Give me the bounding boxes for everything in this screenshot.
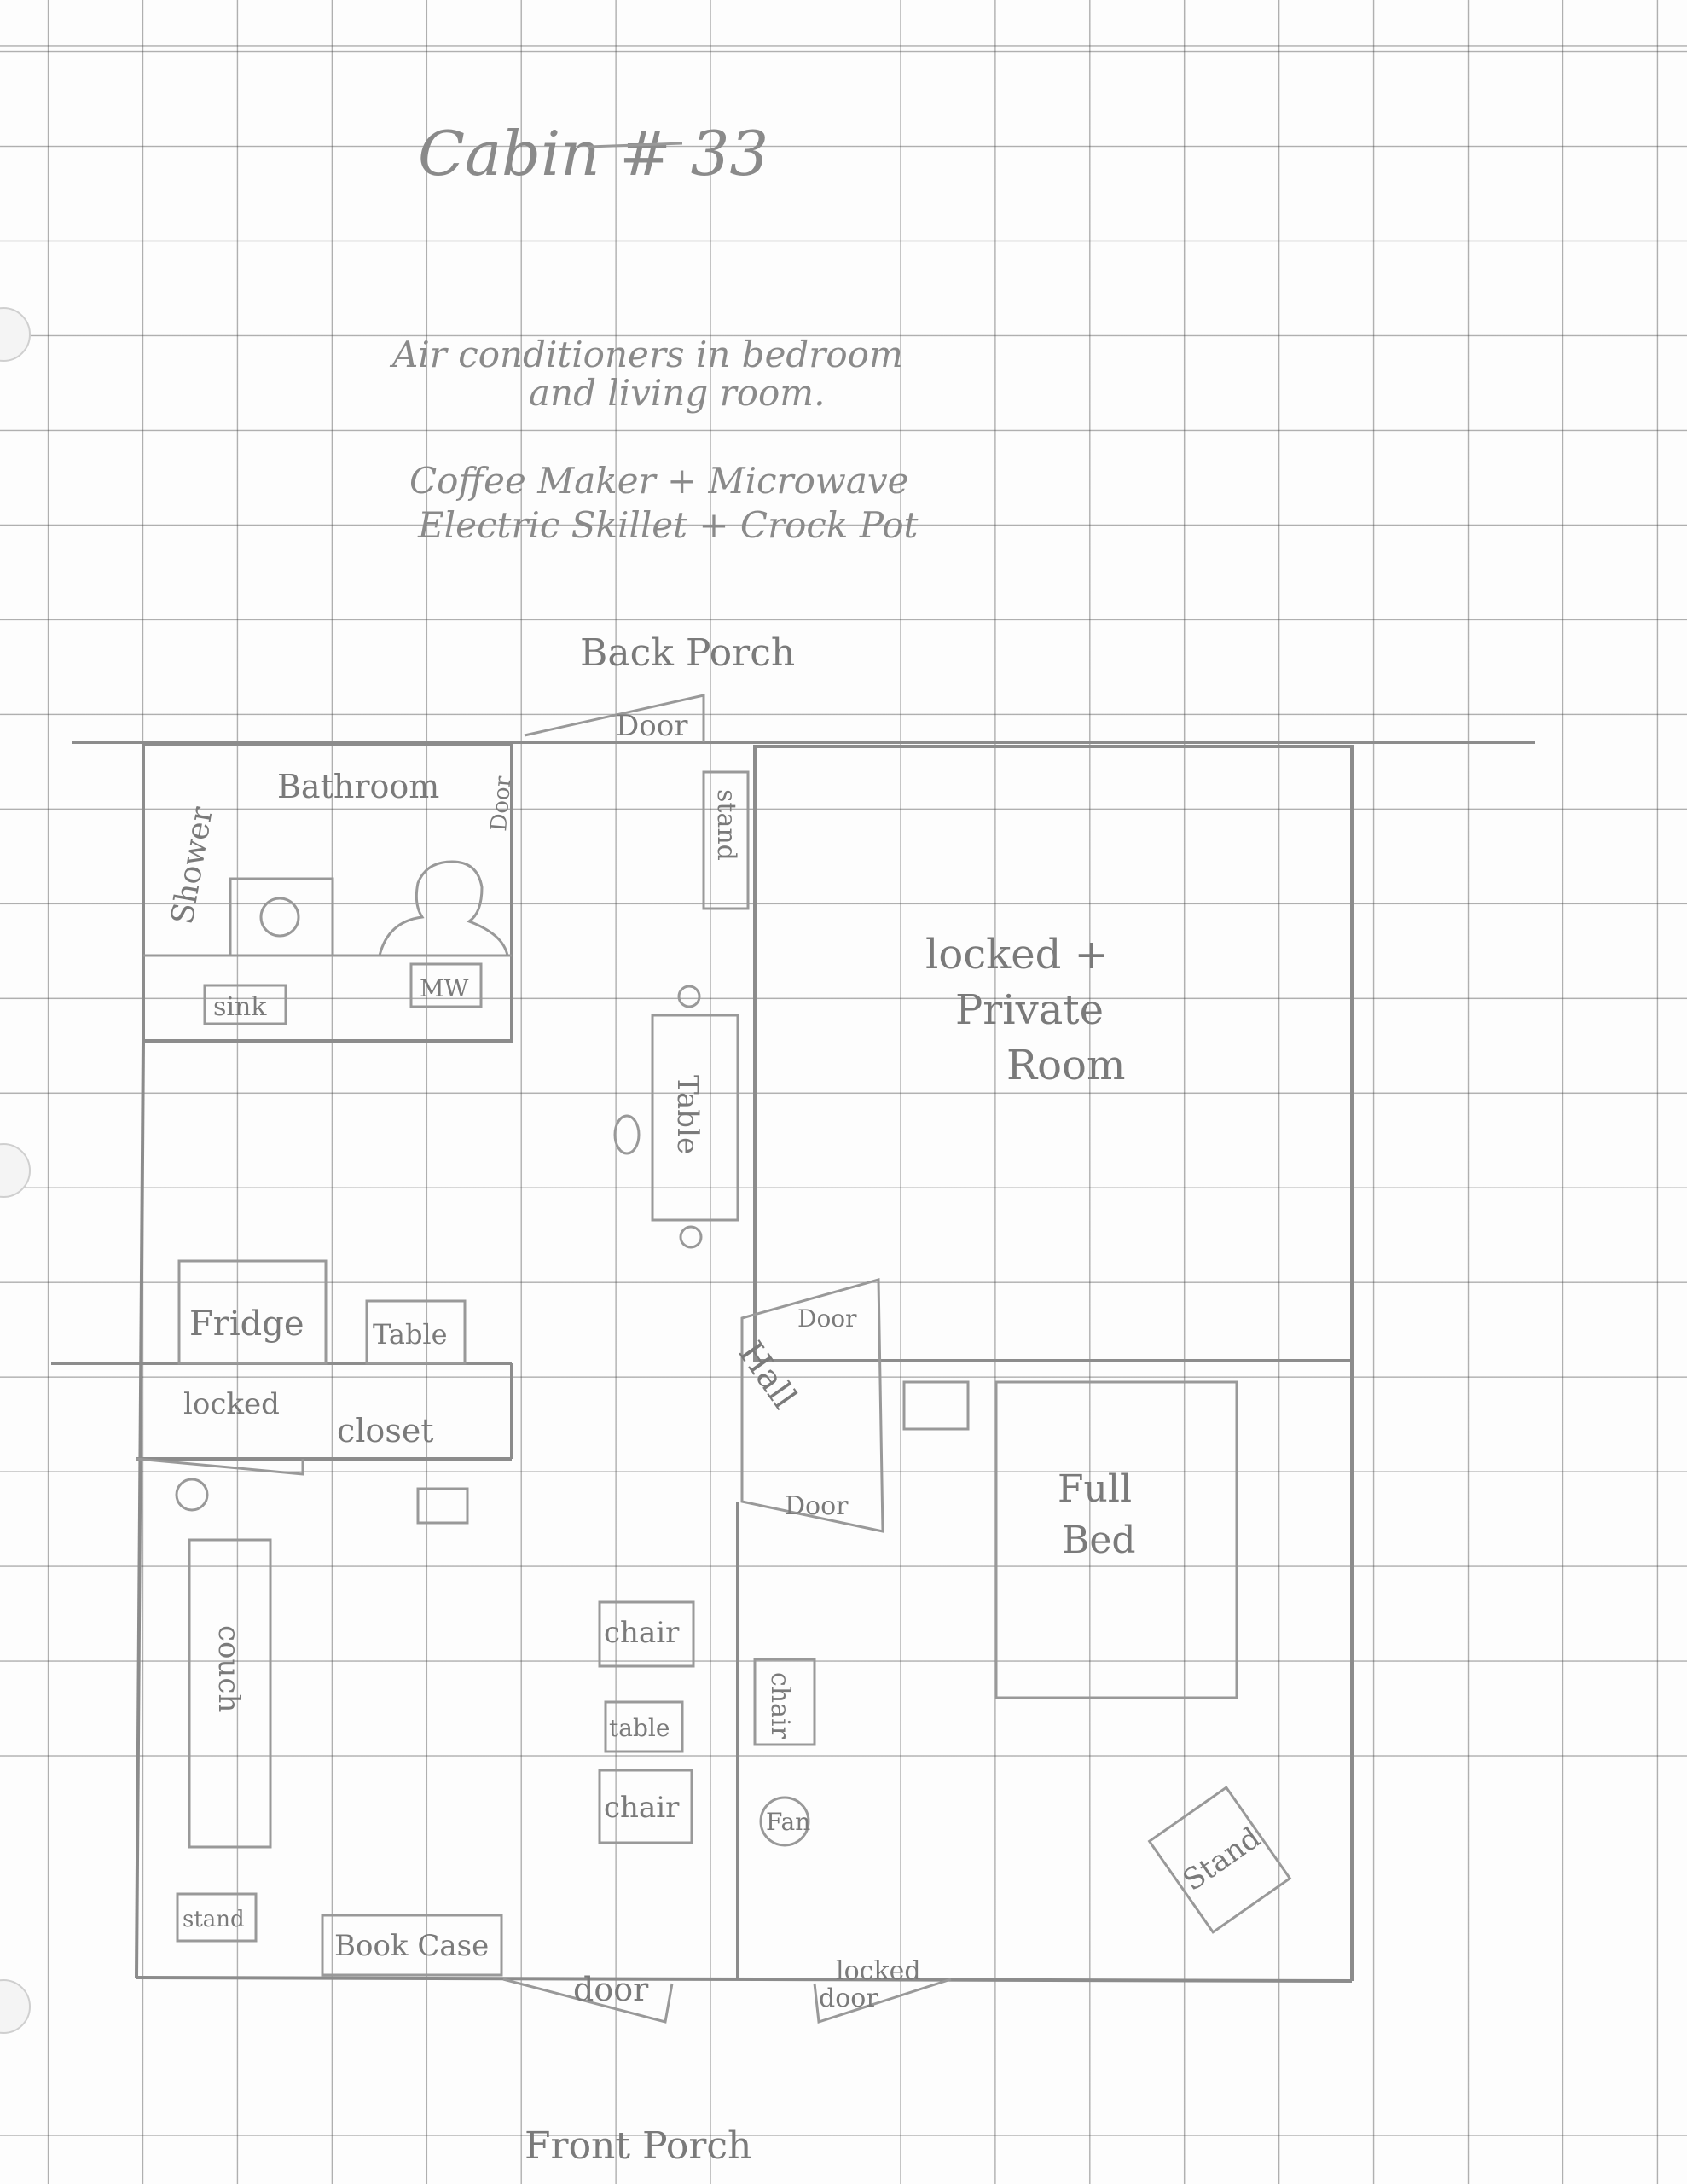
kitchen-table-box bbox=[365, 1299, 467, 1365]
small-stand-box bbox=[176, 1892, 258, 1943]
note-living-room: and living room. bbox=[529, 372, 825, 414]
small-table-label: table bbox=[609, 1714, 670, 1742]
bedroom-stand: Stand bbox=[1147, 1786, 1292, 1934]
bedroom-stand-label: Stand bbox=[1177, 1821, 1267, 1898]
kitchen-table-label: Table bbox=[373, 1318, 448, 1350]
small-stand-label: stand bbox=[183, 1907, 245, 1932]
note-appliances-1: Coffee Maker + Microwave bbox=[409, 460, 908, 502]
living-chair-box bbox=[598, 1600, 695, 1668]
closet-door-swing bbox=[136, 1457, 304, 1476]
locked-door-label-1: locked bbox=[836, 1956, 921, 1986]
toilet-box bbox=[229, 877, 334, 957]
front-porch-label: Front Porch bbox=[525, 2124, 751, 2168]
bed-label-1: Full bbox=[1058, 1467, 1132, 1511]
toilet-bowl bbox=[259, 897, 300, 938]
closet-label: closet bbox=[337, 1412, 434, 1449]
bedroom-chair-box bbox=[753, 1658, 816, 1746]
bedroom-stand-box bbox=[1147, 1786, 1292, 1934]
bedroom-chair-label: chair bbox=[765, 1672, 795, 1740]
back-door-label: Door bbox=[616, 709, 688, 743]
private-room-label-1: locked + bbox=[925, 931, 1109, 979]
stand-label: stand bbox=[711, 789, 741, 861]
fan-circle bbox=[759, 1796, 810, 1847]
microwave-box bbox=[409, 962, 483, 1008]
side-table-round bbox=[175, 1478, 209, 1512]
front-door-swing bbox=[502, 1978, 674, 2024]
fridge-label: Fridge bbox=[189, 1304, 304, 1344]
couch-box bbox=[188, 1538, 272, 1849]
nightstand-box bbox=[902, 1380, 970, 1431]
ottoman-box bbox=[416, 1487, 469, 1525]
front-wall bbox=[136, 1976, 1353, 1983]
back-porch-label: Back Porch bbox=[580, 631, 795, 675]
hall-door-top-label: Door bbox=[797, 1304, 857, 1333]
shower-label: Shower bbox=[165, 804, 220, 927]
bed-label-2: Bed bbox=[1062, 1519, 1136, 1562]
couch-label: couch bbox=[212, 1625, 246, 1712]
front-door-label: door bbox=[573, 1971, 649, 2008]
bookcase-label: Book Case bbox=[334, 1929, 489, 1963]
locked-door-swing bbox=[813, 1978, 952, 2024]
sink-label: sink bbox=[213, 992, 267, 1022]
note-appliances-2: Electric Skillet + Crock Pot bbox=[417, 504, 919, 546]
dining-table-label: Table bbox=[670, 1075, 704, 1154]
stand-box bbox=[702, 770, 750, 910]
bathroom-door-label: Door bbox=[486, 775, 517, 833]
hall-doors bbox=[740, 1278, 884, 1533]
note-air-conditioners: Air conditioners in bedroom bbox=[389, 334, 903, 375]
stool bbox=[677, 985, 701, 1008]
fridge-box bbox=[177, 1259, 328, 1365]
stool bbox=[679, 1225, 703, 1249]
stool bbox=[613, 1114, 641, 1155]
bathroom-label: Bathroom bbox=[277, 768, 439, 805]
closet-locked-label: locked bbox=[183, 1387, 280, 1421]
plan-title: Cabin # 33 bbox=[418, 118, 768, 189]
chair-figure bbox=[378, 860, 509, 956]
hall-door-bottom-label: Door bbox=[785, 1491, 849, 1521]
living-chair-label-2: chair bbox=[604, 1791, 680, 1825]
sink-box bbox=[203, 984, 287, 1025]
bookcase-box bbox=[321, 1914, 503, 1977]
bathroom-walls bbox=[142, 742, 513, 1043]
full-bed-box bbox=[994, 1380, 1238, 1699]
private-room-label-3: Room bbox=[1006, 1042, 1125, 1089]
living-chair-label: chair bbox=[604, 1616, 680, 1650]
fan-label: Fan bbox=[766, 1808, 810, 1836]
private-room-label-2: Private bbox=[955, 986, 1104, 1034]
title-strike bbox=[588, 142, 683, 148]
microwave-label: MW bbox=[420, 974, 469, 1002]
locked-door-label-2: door bbox=[819, 1984, 878, 2013]
left-wall bbox=[135, 1040, 145, 1978]
living-chair-box-2 bbox=[598, 1769, 693, 1844]
back-door-swing bbox=[524, 694, 705, 742]
dining-table-box bbox=[651, 1014, 739, 1222]
small-table-box bbox=[604, 1700, 684, 1753]
